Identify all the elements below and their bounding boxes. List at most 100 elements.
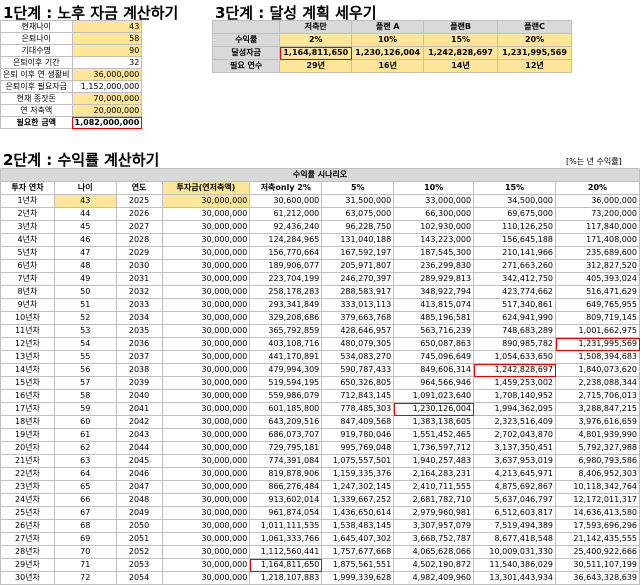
step1-value[interactable]: 32 xyxy=(71,56,143,69)
table-cell[interactable]: 312,827,520 xyxy=(555,259,640,273)
table-cell[interactable]: 1,508,394,683 xyxy=(555,350,640,364)
table-cell[interactable]: 3,137,350,451 xyxy=(473,441,557,455)
table-cell[interactable]: 58 xyxy=(53,389,117,403)
step1-value[interactable]: 43 xyxy=(71,20,143,33)
table-cell[interactable]: 2037 xyxy=(115,350,163,364)
table-cell[interactable]: 50 xyxy=(53,285,117,299)
table-cell[interactable]: 26년차 xyxy=(0,519,55,533)
step3-value[interactable]: 1,242,828,697 xyxy=(423,46,499,60)
table-cell[interactable]: 2030 xyxy=(115,259,163,273)
table-cell[interactable]: 56 xyxy=(53,363,117,377)
table-cell[interactable]: 11,540,386,029 xyxy=(473,558,557,572)
table-cell[interactable]: 847,409,568 xyxy=(321,415,395,429)
table-cell[interactable]: 53 xyxy=(53,324,117,338)
table-cell[interactable]: 19년차 xyxy=(0,428,55,442)
table-cell[interactable]: 45 xyxy=(53,220,117,234)
table-cell[interactable]: 1,999,339,628 xyxy=(321,571,395,585)
table-cell[interactable]: 2047 xyxy=(115,480,163,494)
table-cell[interactable]: 21,142,435,555 xyxy=(555,532,640,546)
table-cell[interactable]: 34,500,000 xyxy=(473,194,557,208)
table-cell[interactable]: 348,922,794 xyxy=(393,285,475,299)
table-cell[interactable]: 7,519,494,389 xyxy=(473,519,557,533)
table-cell[interactable]: 2040 xyxy=(115,389,163,403)
table-cell[interactable]: 4,502,190,872 xyxy=(393,558,475,572)
table-cell[interactable]: 24년차 xyxy=(0,493,55,507)
table-cell[interactable]: 64 xyxy=(53,467,117,481)
table-cell[interactable]: 48 xyxy=(53,259,117,273)
table-cell[interactable]: 25년차 xyxy=(0,506,55,520)
table-cell[interactable]: 51 xyxy=(53,298,117,312)
table-cell[interactable]: 2034 xyxy=(115,311,163,325)
table-cell[interactable]: 2045 xyxy=(115,454,163,468)
table-cell[interactable]: 258,178,283 xyxy=(249,285,323,299)
table-cell[interactable]: 55 xyxy=(53,350,117,364)
table-cell[interactable]: 73,200,000 xyxy=(555,207,640,221)
table-cell[interactable]: 6년차 xyxy=(0,259,55,273)
step1-value[interactable]: 70,000,000 xyxy=(71,92,143,105)
table-cell[interactable]: 271,663,260 xyxy=(473,259,557,273)
table-cell[interactable]: 30,000,000 xyxy=(161,532,251,546)
table-cell[interactable]: 3,976,616,659 xyxy=(555,415,640,429)
table-cell[interactable]: 235,689,600 xyxy=(555,246,640,260)
table-cell[interactable]: 30,000,000 xyxy=(161,571,251,585)
table-cell[interactable]: 30,000,000 xyxy=(161,493,251,507)
table-cell[interactable]: 30,000,000 xyxy=(161,402,251,416)
table-cell[interactable]: 8,406,952,303 xyxy=(555,467,640,481)
table-cell[interactable]: 413,815,074 xyxy=(393,298,475,312)
table-cell[interactable]: 2042 xyxy=(115,415,163,429)
table-cell[interactable]: 745,096,649 xyxy=(393,350,475,364)
table-cell[interactable]: 30,000,000 xyxy=(161,389,251,403)
table-cell[interactable]: 47 xyxy=(53,246,117,260)
table-cell[interactable]: 2032 xyxy=(115,285,163,299)
table-cell[interactable]: 1,875,561,551 xyxy=(321,558,395,572)
table-cell[interactable]: 516,471,629 xyxy=(555,285,640,299)
table-cell[interactable]: 30,000,000 xyxy=(161,506,251,520)
table-cell[interactable]: 69,675,000 xyxy=(473,207,557,221)
table-cell[interactable]: 2033 xyxy=(115,298,163,312)
table-cell[interactable]: 686,073,707 xyxy=(249,428,323,442)
table-cell[interactable]: 890,985,782 xyxy=(473,337,557,351)
table-cell[interactable]: 650,326,805 xyxy=(321,376,395,390)
table-cell[interactable]: 1,436,650,614 xyxy=(321,506,395,520)
table-cell[interactable]: 712,843,145 xyxy=(321,389,395,403)
table-cell[interactable]: 849,606,314 xyxy=(393,363,475,377)
table-cell[interactable]: 246,270,397 xyxy=(321,272,395,286)
table-cell[interactable]: 156,770,664 xyxy=(249,246,323,260)
table-cell[interactable]: 187,545,300 xyxy=(393,246,475,260)
table-cell[interactable]: 428,646,957 xyxy=(321,324,395,338)
table-cell[interactable]: 1,551,452,465 xyxy=(393,428,475,442)
table-cell[interactable]: 423,774,662 xyxy=(473,285,557,299)
table-cell[interactable]: 9년차 xyxy=(0,298,55,312)
table-cell[interactable]: 1,645,407,302 xyxy=(321,532,395,546)
step3-value[interactable]: 20% xyxy=(497,33,572,47)
table-cell[interactable]: 563,716,239 xyxy=(393,324,475,338)
table-cell[interactable]: 63,075,000 xyxy=(321,207,395,221)
table-cell[interactable]: 143,223,000 xyxy=(393,233,475,247)
table-cell[interactable]: 289,929,813 xyxy=(393,272,475,286)
table-cell[interactable]: 2052 xyxy=(115,545,163,559)
table-cell[interactable]: 2026 xyxy=(115,207,163,221)
table-cell[interactable]: 30,000,000 xyxy=(161,441,251,455)
table-cell[interactable]: 30,000,000 xyxy=(161,376,251,390)
table-cell[interactable]: 919,780,046 xyxy=(321,428,395,442)
table-cell[interactable]: 2027 xyxy=(115,220,163,234)
table-cell[interactable]: 1,994,362,095 xyxy=(473,402,557,416)
table-cell[interactable]: 57 xyxy=(53,376,117,390)
table-cell[interactable]: 69 xyxy=(53,532,117,546)
table-cell[interactable]: 1,075,557,501 xyxy=(321,454,395,468)
table-cell[interactable]: 4,875,692,867 xyxy=(473,480,557,494)
table-cell[interactable]: 3년차 xyxy=(0,220,55,234)
table-cell[interactable]: 30,000,000 xyxy=(161,350,251,364)
table-cell[interactable]: 12년차 xyxy=(0,337,55,351)
table-cell[interactable]: 4,065,628,066 xyxy=(393,545,475,559)
table-cell[interactable]: 534,083,270 xyxy=(321,350,395,364)
table-cell[interactable]: 210,141,966 xyxy=(473,246,557,260)
table-cell[interactable]: 27년차 xyxy=(0,532,55,546)
table-cell[interactable]: 17년차 xyxy=(0,402,55,416)
table-cell[interactable]: 995,769,048 xyxy=(321,441,395,455)
table-cell[interactable]: 43 xyxy=(53,194,117,208)
table-cell[interactable]: 2,323,516,409 xyxy=(473,415,557,429)
table-cell[interactable]: 2049 xyxy=(115,506,163,520)
table-cell[interactable]: 5년차 xyxy=(0,246,55,260)
table-cell[interactable]: 405,393,024 xyxy=(555,272,640,286)
